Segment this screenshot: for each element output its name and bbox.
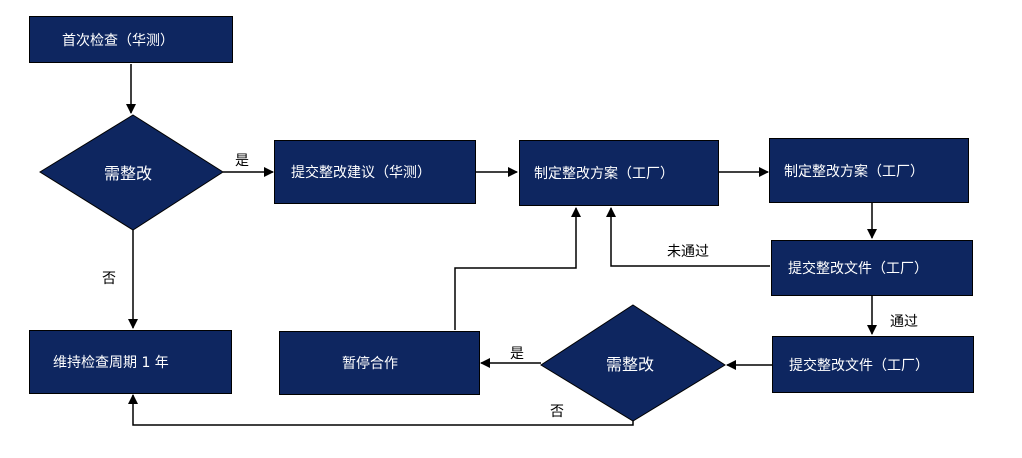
edge-pause-to-plan — [454, 207, 581, 330]
node-maintain-cycle: 维持检查周期 1 年 — [29, 330, 232, 394]
node-initial-inspection-label: 首次检查（华测） — [62, 32, 174, 49]
decision-1-label: 需整改 — [103, 164, 153, 183]
edge-label-no-1: 否 — [102, 271, 116, 287]
edge-label-no-2: 否 — [550, 404, 564, 420]
node-submit-doc-a-label: 提交整改文件（工厂） — [788, 261, 928, 277]
node-submit-doc-a: 提交整改文件（工厂） — [771, 240, 973, 296]
node-plan-b: 制定整改方案（工厂） — [769, 138, 969, 203]
node-pause-cooperation: 暂停合作 — [279, 331, 480, 395]
node-submit-suggestion-label: 提交整改建议（华测） — [291, 165, 431, 181]
node-submit-doc-b-label: 提交整改文件（工厂） — [789, 357, 929, 374]
node-pause-cooperation-label: 暂停合作 — [342, 356, 398, 372]
node-plan-a: 制定整改方案（工厂） — [519, 140, 719, 206]
node-submit-doc-b: 提交整改文件（工厂） — [772, 336, 974, 393]
edge-not-passed — [606, 207, 770, 267]
edge-decision2-no — [128, 394, 634, 426]
edge-label-yes-1: 是 — [235, 153, 249, 169]
edge-label-passed: 通过 — [890, 314, 918, 330]
node-submit-suggestion: 提交整改建议（华测） — [274, 140, 476, 204]
node-initial-inspection: 首次检查（华测） — [29, 16, 233, 63]
decision-2-label: 需整改 — [605, 355, 655, 374]
node-plan-a-label: 制定整改方案（工厂） — [534, 166, 674, 182]
edge-label-yes-2: 是 — [510, 346, 524, 362]
node-maintain-cycle-label: 维持检查周期 1 年 — [53, 355, 169, 371]
node-plan-b-label: 制定整改方案（工厂） — [784, 163, 924, 180]
edge-label-not-passed: 未通过 — [667, 244, 709, 260]
